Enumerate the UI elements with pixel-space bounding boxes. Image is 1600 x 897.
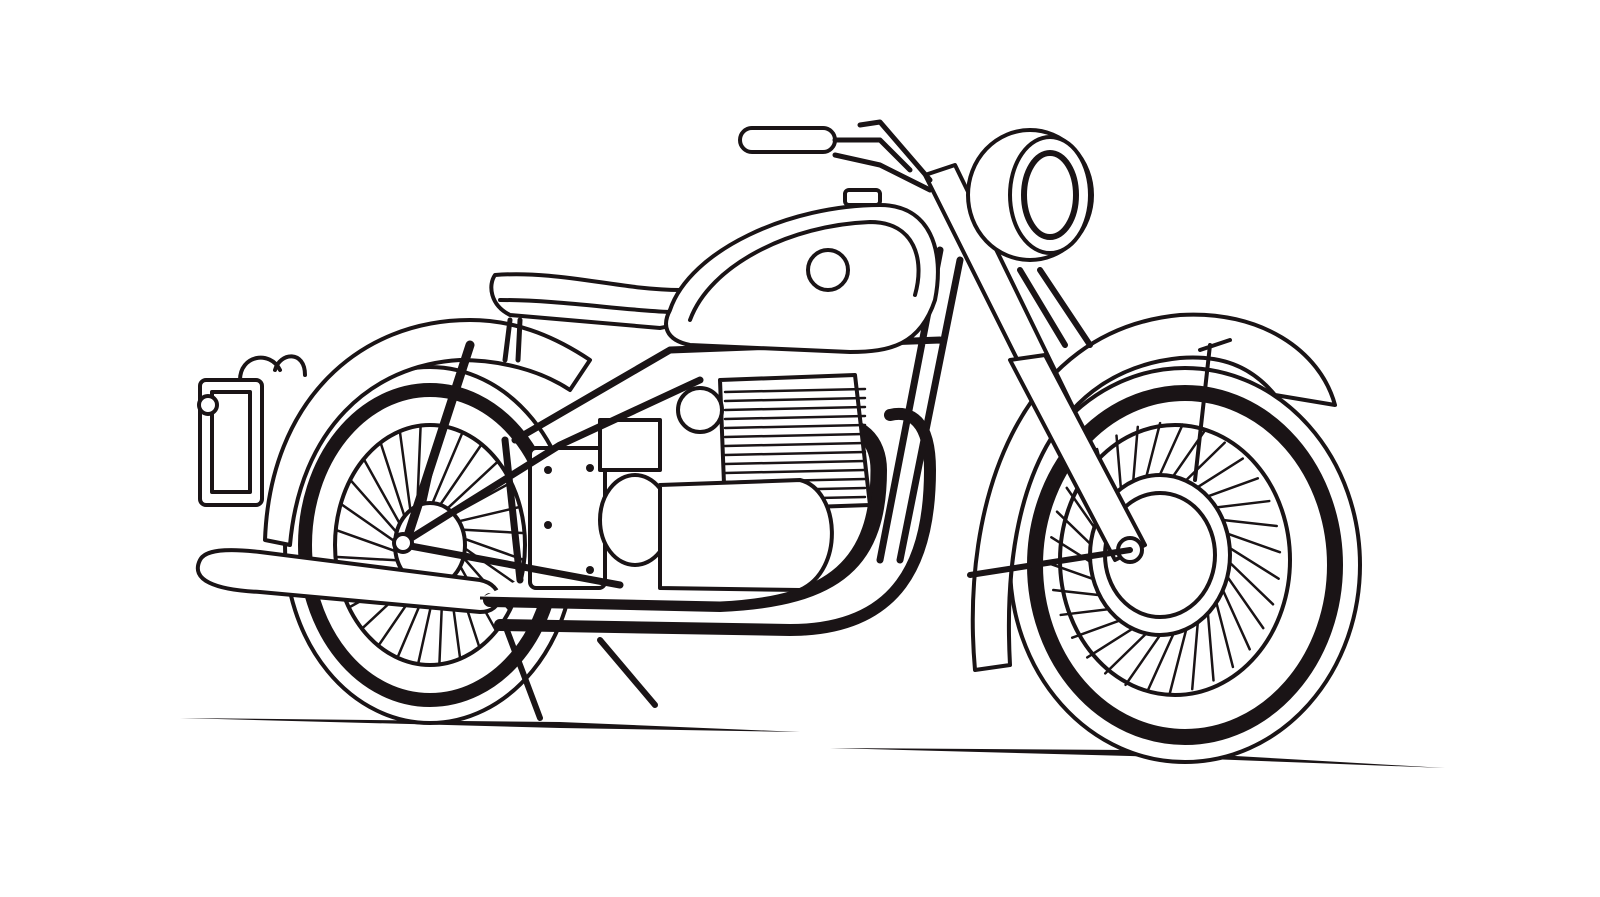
rear-fender <box>263 318 592 547</box>
cooling-fin <box>723 396 867 403</box>
frame <box>392 246 964 589</box>
spoke <box>435 443 483 512</box>
cooling-fin <box>723 414 867 421</box>
spoke <box>457 535 526 562</box>
front-fork <box>923 163 1147 578</box>
kickstand <box>502 622 658 721</box>
spoke <box>339 502 402 547</box>
spoke <box>348 478 403 539</box>
license-plate <box>197 354 307 507</box>
spoke <box>1124 626 1167 687</box>
spoke <box>1219 583 1251 651</box>
spoke <box>441 460 500 514</box>
spoke <box>1222 543 1280 580</box>
headlight <box>966 128 1094 348</box>
cooling-fin <box>723 432 867 439</box>
cooling-fin <box>723 387 867 394</box>
spoke <box>379 441 408 524</box>
handlebars <box>738 119 933 193</box>
cooling-fin <box>723 450 867 457</box>
spoke <box>1219 529 1282 554</box>
spoke <box>1206 606 1215 682</box>
spoke <box>334 528 403 555</box>
cooling-fin <box>723 468 867 475</box>
spoke <box>428 431 464 511</box>
spoke <box>1190 614 1200 691</box>
spoke <box>1168 621 1190 695</box>
spoke <box>362 457 405 531</box>
seat <box>489 272 686 363</box>
fuel-tank <box>664 188 940 354</box>
spoke <box>334 555 405 562</box>
cooling-fin <box>723 459 867 466</box>
spoke <box>398 429 413 519</box>
cooling-fin <box>723 405 867 412</box>
spoke <box>1223 556 1275 606</box>
cooling-fin <box>723 441 867 448</box>
spoke <box>458 543 521 588</box>
engine <box>528 373 872 592</box>
spoke <box>1213 595 1235 669</box>
spoke <box>1146 625 1178 693</box>
spoke <box>1222 570 1265 630</box>
cooling-fin <box>723 423 867 430</box>
